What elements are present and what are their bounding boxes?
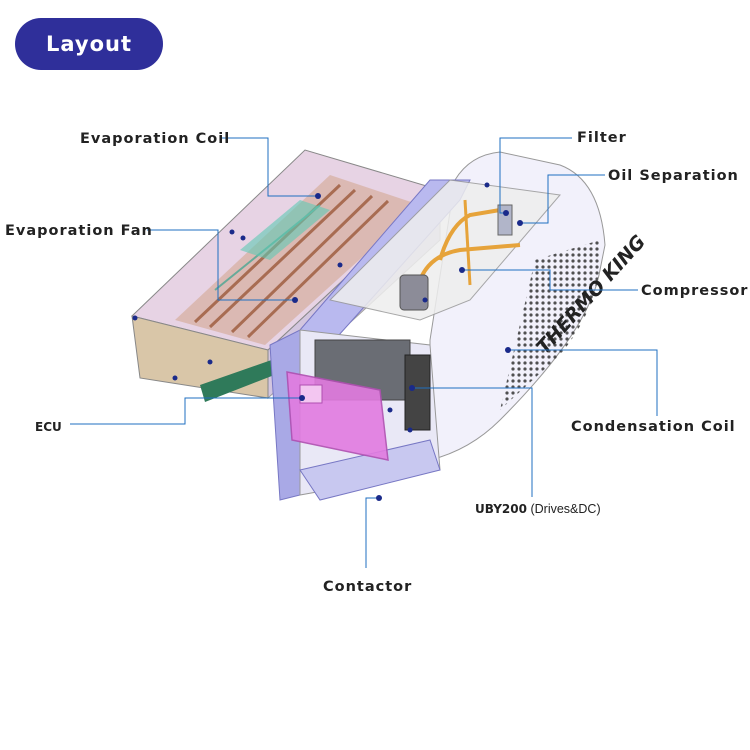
label-compressor: Compressor — [641, 283, 749, 299]
label-filter: Filter — [577, 130, 627, 146]
leader-lines — [70, 137, 658, 568]
uby-detail: (Drives&DC) — [530, 502, 601, 516]
label-evaporation-coil: Evaporation Coil — [80, 131, 231, 147]
label-uby200: UBY200 (Drives&DC) — [475, 502, 601, 516]
label-condensation-coil: Condensation Coil — [571, 419, 736, 435]
marker-dots — [132, 182, 523, 501]
evaporation-fan-shape — [240, 200, 330, 260]
uby-model: UBY200 — [475, 502, 527, 516]
label-contactor: Contactor — [323, 579, 413, 595]
label-oil-separation: Oil Separation — [608, 168, 739, 184]
label-ecu: ECU — [35, 420, 62, 434]
layout-title-badge: Layout — [15, 18, 163, 70]
label-evaporation-fan: Evaporation Fan — [5, 223, 153, 239]
refrigerant-piping — [399, 199, 521, 311]
electrical-components — [286, 339, 431, 461]
